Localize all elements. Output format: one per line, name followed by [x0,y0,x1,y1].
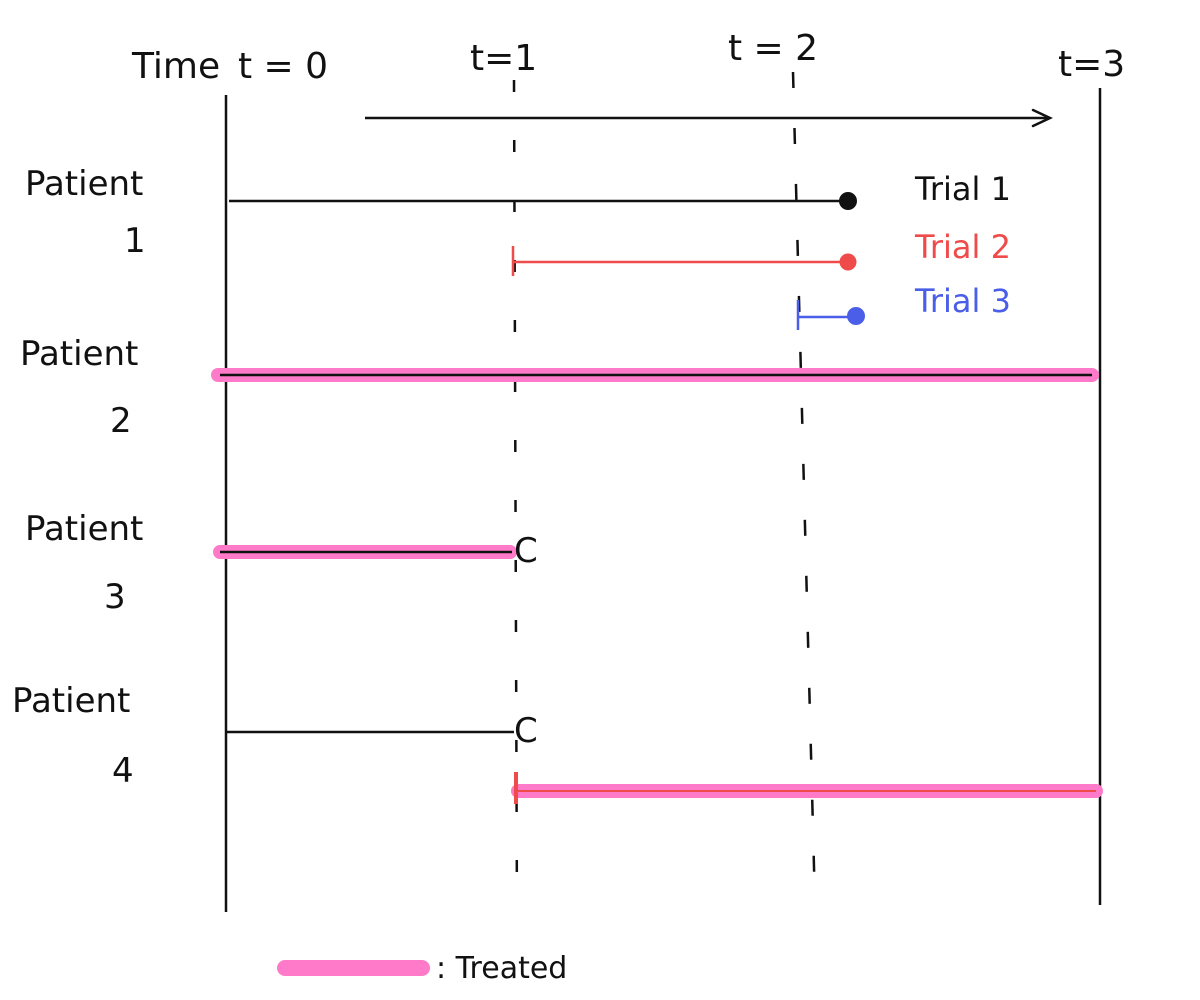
trial-1-label: Trial 1 [914,170,1011,208]
patient-2-number: 2 [110,401,132,441]
patient-2-label: Patient [20,334,138,374]
trial-2-event-dot [839,253,857,271]
trial-2-label: Trial 2 [914,228,1011,266]
trial-1-event-dot [839,192,857,210]
patient-4-censor-mark: C [514,711,538,751]
trial-2-line [511,246,857,276]
time-axis-arrow [365,108,1053,128]
patient-3-label: Patient [25,509,143,549]
tick-label-t2: t = 2 [728,28,818,69]
patient-1-number: 1 [124,221,146,261]
patient-4-number: 4 [112,751,134,791]
tick-label-t0: t = 0 [238,46,328,87]
trial-1-line [229,192,857,210]
trial-3-event-dot [847,307,865,325]
patient-4-label: Patient [12,681,130,721]
patient-1-label: Patient [25,164,143,204]
dashed-guide-t2 [791,71,817,906]
patient-4-treated-segment [511,772,1103,804]
patient-3-number: 3 [104,577,126,617]
tick-label-t1: t=1 [470,38,537,79]
time-axis-label: Time [131,46,220,87]
trial-3-line [796,300,865,330]
dashed-guide-t1 [512,79,519,921]
legend-treated-label: : Treated [436,951,567,986]
tick-label-t3: t=3 [1058,44,1125,85]
patient-3-censor-mark: C [514,531,538,571]
trial-3-label: Trial 3 [914,282,1011,320]
